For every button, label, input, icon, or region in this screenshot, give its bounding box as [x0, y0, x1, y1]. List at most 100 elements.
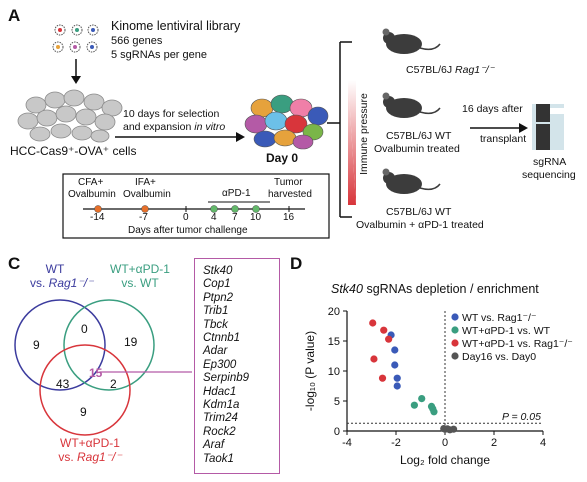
timeline-tumor-label: Tumor — [274, 177, 303, 188]
timeline-tumor-label2: harvested — [268, 189, 312, 200]
panel-a-graphics — [17, 24, 564, 239]
expansion-line2: and expansion in vitro — [123, 121, 226, 133]
venn-circle-both — [39, 344, 131, 436]
day0-label: Day 0 — [266, 151, 299, 165]
gene-item: Cop1 — [203, 278, 231, 291]
venn-both-label: WT+αPD-1 vs. Rag1⁻/⁻ — [58, 436, 122, 464]
venn-circle-pd1 — [63, 299, 155, 391]
timeline-tick--7: -7 — [139, 212, 148, 223]
venn-count-pd1-only: 19 — [124, 335, 138, 349]
mouse-icon-rag1 — [382, 28, 441, 54]
gene-item: Kdm1a — [203, 399, 240, 412]
mouse-label-wt-apd1-1: C57BL/6J WT — [386, 206, 452, 218]
transplant-line2: transplant — [480, 133, 527, 145]
timeline-tick--14: -14 — [90, 212, 105, 223]
gene-item: Stk40 — [203, 265, 233, 277]
legend-label: WT+αPD-1 vs. Rag1⁻/⁻ — [462, 338, 573, 350]
data-point — [369, 319, 377, 327]
timeline-ifa-dot — [141, 205, 149, 213]
data-point — [449, 425, 458, 433]
timeline-ifa-label: IFA+ — [135, 177, 156, 188]
gene-item: Trim24 — [203, 412, 238, 425]
panel-letter-a: A — [8, 6, 21, 25]
timeline-apd1-dot-7 — [231, 205, 239, 213]
venn-count-center: 15 — [89, 366, 103, 380]
legend-label: WT vs. Rag1⁻/⁻ — [462, 312, 537, 324]
panel-letter-d: D — [290, 254, 303, 273]
data-point — [380, 326, 388, 334]
chart-title: Stk40 sgRNAs depletion / enrichment — [331, 282, 539, 296]
timeline-apd1-dot-10 — [252, 205, 260, 213]
gene-item: Trib1 — [203, 305, 229, 318]
panel-letter-c: C — [8, 254, 21, 273]
data-point — [410, 401, 418, 409]
sequencing-line1: sgRNA — [533, 156, 567, 168]
immune-pressure-label: Immune pressure — [358, 93, 370, 175]
data-point — [385, 335, 393, 343]
timeline-apd1-label: αPD-1 — [222, 188, 251, 199]
x-tick-label: -4 — [342, 437, 352, 449]
lentivirus-icons — [52, 24, 99, 53]
data-point — [418, 395, 426, 403]
legend-label: Day16 vs. Day0 — [462, 351, 536, 363]
gene-item: Araf — [203, 439, 225, 452]
venn-wt-label: WT vs. Rag1⁻/⁻ — [30, 262, 94, 290]
data-point — [378, 374, 387, 382]
day0-cells-icon — [244, 94, 329, 150]
mouse-label-wt-apd1-2: Ovalbumin + αPD-1 treated — [356, 219, 484, 231]
sequencing-line2: sequencing — [522, 169, 576, 181]
transplant-line1: 16 days after — [462, 103, 523, 115]
venn-count-pd1-both: 2 — [110, 377, 117, 391]
timeline-tick-7: 7 — [232, 212, 238, 223]
mouse-label-wt-ovalbumin-1: C57BL/6J WT — [386, 130, 452, 142]
library-title: Kinome lentiviral library — [111, 19, 241, 33]
y-tick-label: 20 — [328, 306, 340, 318]
legend-marker — [451, 313, 459, 321]
timeline-tick-0: 0 — [183, 212, 189, 223]
y-tick-label: 15 — [328, 336, 340, 348]
gene-item: Ptpn2 — [203, 291, 234, 304]
timeline-apd1-dot-4 — [210, 205, 218, 213]
sequencer-icon — [532, 104, 564, 150]
venn-diagram — [14, 299, 192, 436]
timeline-tick-10: 10 — [250, 212, 262, 223]
venn-count-wt-both: 43 — [56, 377, 70, 391]
x-tick-label: 4 — [540, 437, 546, 449]
y-tick-label: 0 — [334, 426, 340, 438]
venn-pd1-label: WT+αPD-1 vs. WT — [110, 262, 170, 290]
venn-count-wt-pd1: 0 — [81, 322, 88, 336]
library-sgrnas: 5 sgRNAs per gene — [111, 49, 207, 61]
timeline-cfa-label2: Ovalbumin — [68, 189, 116, 200]
timeline-cfa-dot — [94, 205, 102, 213]
hcc-cells-icon — [17, 89, 123, 143]
data-point — [370, 355, 378, 363]
gene-item: Adar — [203, 345, 228, 358]
expansion-line1: 10 days for selection — [123, 108, 220, 120]
threshold-label: P = 0.05 — [502, 411, 541, 423]
x-tick-label: 0 — [442, 437, 448, 449]
gene-item: Ep300 — [203, 358, 237, 371]
mouse-icon-wt-apd1 — [382, 168, 441, 194]
x-tick-label: 2 — [491, 437, 497, 449]
data-point — [391, 361, 399, 369]
y-tick-label: 10 — [328, 366, 340, 378]
gene-list-box: Stk40 Cop1 Ptpn2 Trib1 Tbck Ctnnb1 Adar … — [194, 258, 280, 474]
mouse-label-rag1: C57BL/6J Rag1⁻/⁻ — [406, 64, 495, 76]
gene-item: Tbck — [203, 318, 228, 331]
timeline-ifa-label2: Ovalbumin — [123, 189, 171, 200]
library-genes: 566 genes — [111, 35, 163, 47]
legend-marker — [451, 326, 459, 334]
gene-item: Rock2 — [203, 425, 236, 438]
cells-label: HCC-Cas9⁺-OVA⁺ cells — [10, 144, 137, 158]
venn-count-wt-only: 9 — [33, 338, 40, 352]
legend-marker — [451, 352, 459, 360]
timeline-cfa-label: CFA+ — [78, 177, 104, 188]
gene-item: Taok1 — [203, 452, 234, 465]
gene-item: Hdac1 — [203, 385, 237, 398]
y-tick-label: 5 — [334, 396, 340, 408]
y-axis-label: -log₁₀ (P value) — [303, 331, 317, 411]
gene-item: Ctnnb1 — [203, 332, 241, 345]
venn-count-both-only: 9 — [80, 405, 87, 419]
venn-circle-wt — [14, 299, 106, 391]
